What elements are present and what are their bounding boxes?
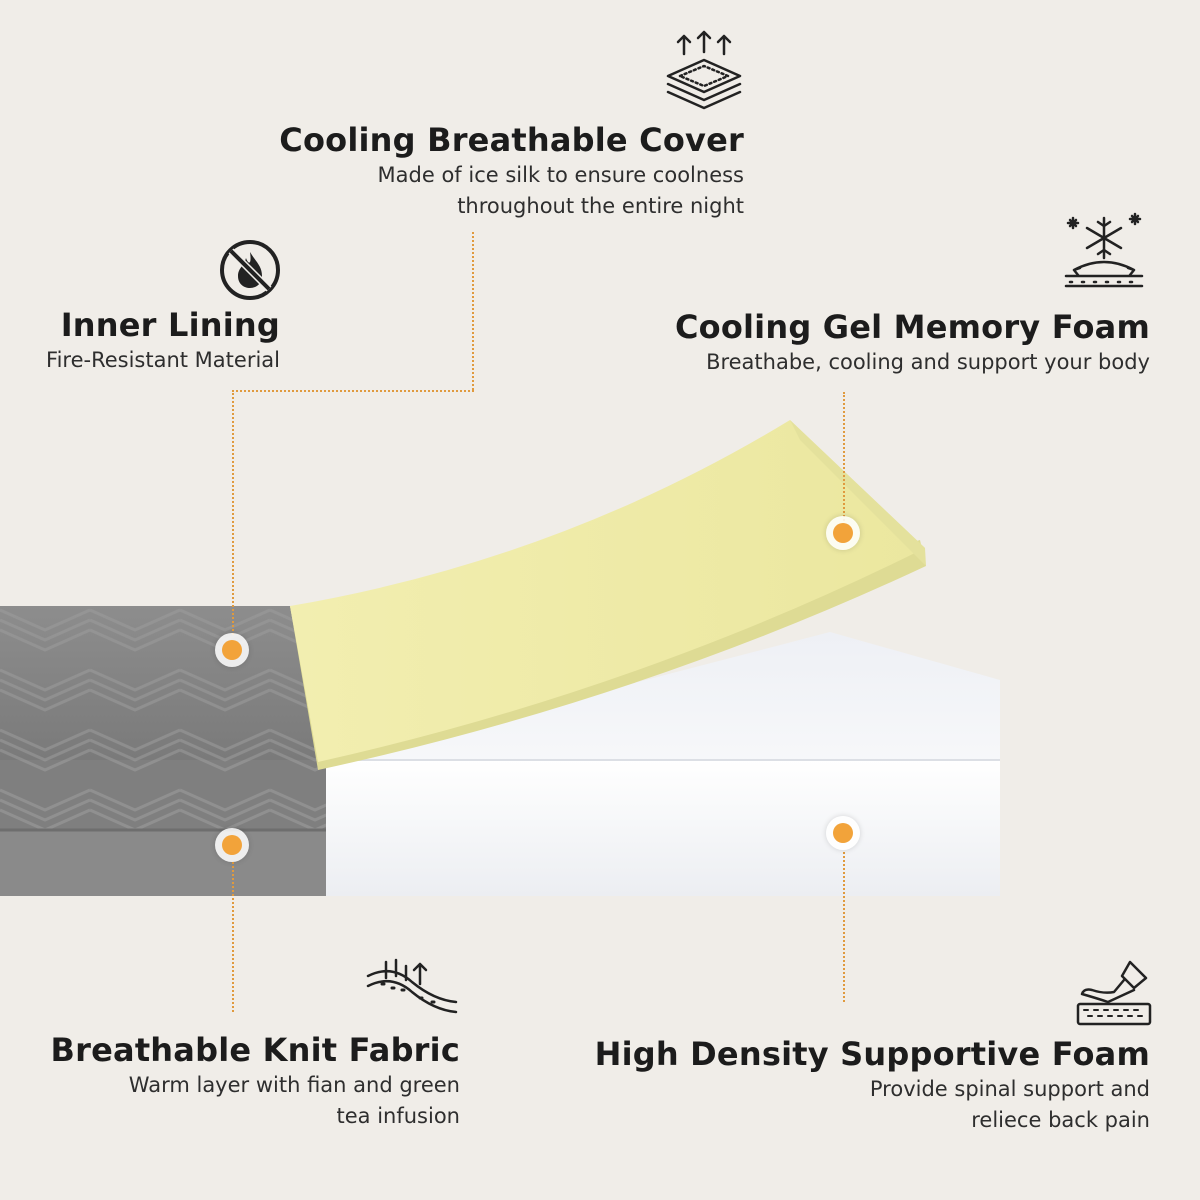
- support-foam-top: [300, 632, 1000, 770]
- gel-marker: [826, 516, 860, 550]
- hand-press-foam-icon: [1074, 958, 1154, 1028]
- support-feature: High Density Supportive Foam Provide spi…: [595, 1034, 1150, 1136]
- lining-marker: [215, 633, 249, 667]
- gel-feature: Cooling Gel Memory Foam Breathabe, cooli…: [675, 307, 1150, 378]
- gel-leader: [843, 392, 845, 532]
- support-leader: [843, 852, 845, 1002]
- snowflake-foam-icon: [1062, 210, 1146, 294]
- support-title: High Density Supportive Foam: [594, 1035, 1150, 1073]
- knit-feature: Breathable Knit Fabric Warm layer with f…: [51, 1030, 460, 1132]
- support-desc-line1: Provide spinal support and: [869, 1077, 1150, 1101]
- gel-foam-top: [290, 420, 925, 762]
- lining-leader: [232, 390, 234, 635]
- lining-title: Inner Lining: [60, 306, 280, 344]
- support-desc-line2: reliece back pain: [971, 1108, 1150, 1132]
- gel-desc: Breathabe, cooling and support your body: [706, 350, 1150, 374]
- knit-title: Breathable Knit Fabric: [50, 1031, 460, 1069]
- knit-desc-line2: tea infusion: [336, 1104, 460, 1128]
- support-foam-side: [326, 760, 1000, 896]
- cover-leader-vertical: [472, 232, 474, 390]
- no-fire-icon: [218, 238, 282, 302]
- knit-marker: [215, 828, 249, 862]
- knit-leader: [232, 862, 234, 1012]
- cover-desc-line1: Made of ice silk to ensure coolness: [377, 163, 744, 187]
- support-marker: [826, 816, 860, 850]
- knit-cover-side-lower: [0, 830, 326, 896]
- gel-title: Cooling Gel Memory Foam: [674, 308, 1150, 346]
- cover-desc-line2: throughout the entire night: [457, 194, 744, 218]
- lining-desc: Fire-Resistant Material: [46, 348, 280, 372]
- knit-desc-line1: Warm layer with fian and green: [128, 1073, 460, 1097]
- fabric-airflow-icon: [362, 958, 462, 1014]
- cover-title: Cooling Breathable Cover: [279, 121, 744, 159]
- breathable-layers-icon: [662, 30, 746, 114]
- cover-leader-horizontal: [232, 390, 474, 392]
- lining-feature: Inner Lining Fire-Resistant Material: [46, 305, 280, 376]
- cover-feature: Cooling Breathable Cover Made of ice sil…: [279, 120, 744, 222]
